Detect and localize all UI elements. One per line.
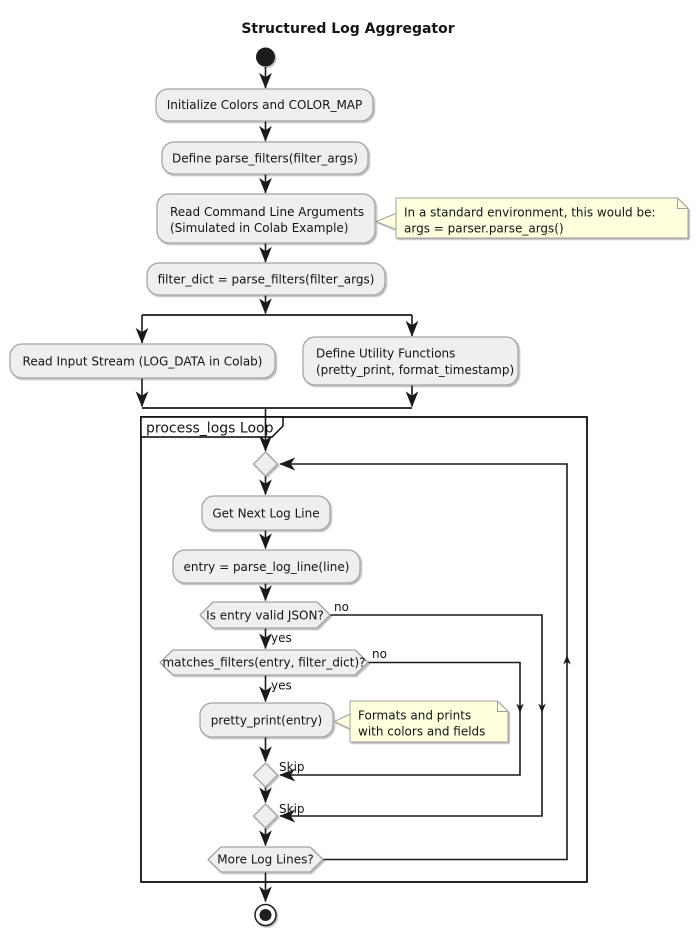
activity-parse-line-label: entry = parse_log_line(line): [184, 560, 350, 574]
note-cli-line2: args = parser.parse_args(): [404, 222, 564, 236]
note-pretty-body: [349, 700, 509, 743]
activity-pretty-print: [199, 702, 334, 738]
activity-parse-line: [172, 549, 361, 584]
note-pretty: [334, 700, 509, 743]
edge-loopback: [279, 457, 568, 861]
flow-edges: [135, 67, 571, 903]
activity-define-utils-line1: Define Utility Functions: [316, 347, 455, 361]
edge-label-skip2: Skip: [279, 802, 305, 816]
skip-diamond-1: [252, 762, 279, 788]
edge-label-matches-yes: yes: [271, 679, 292, 693]
note-cli-fold-icon: [677, 198, 688, 209]
partition-process-logs-loop: [140, 416, 588, 883]
edge-label-matches-no: no: [372, 647, 387, 661]
edge-label-valid-json-no: no: [334, 600, 349, 614]
decision-valid-json: [199, 601, 331, 629]
activity-pretty-print-label: pretty_print(entry): [211, 714, 322, 728]
decision-more-lines-label: More Log Lines?: [217, 853, 313, 867]
note-pretty-line2: with colors and fields: [358, 725, 485, 739]
activity-get-next-label: Get Next Log Line: [212, 507, 319, 521]
partition-label: process_logs Loop: [146, 421, 274, 437]
activity-read-input: [9, 343, 276, 379]
activity-init-colors: [155, 88, 374, 122]
activity-read-input-label: Read Input Stream (LOG_DATA in Colab): [23, 355, 263, 369]
activity-get-next: [201, 495, 331, 531]
activity-read-cli-line2: (Simulated in Colab Example): [170, 221, 348, 235]
note-cli-pointer: [375, 213, 397, 230]
note-pretty-pointer: [334, 713, 351, 730]
edge-matches-no: [279, 661, 521, 782]
decision-valid-json-label: Is entry valid JSON?: [206, 609, 324, 623]
activity-init-colors-label: Initialize Colors and COLOR_MAP: [167, 98, 363, 112]
activity-read-cli: [156, 193, 376, 244]
note-cli-line1: In a standard environment, this would be…: [404, 206, 656, 220]
activity-define-utils: [302, 336, 519, 386]
edge-label-valid-json-yes: yes: [271, 631, 292, 645]
activity-define-parse-filters-label: Define parse_filters(filter_args): [172, 152, 358, 166]
activity-define-utils-line2: (pretty_print, format_timestamp): [316, 363, 514, 377]
skip-diamond-2: [252, 803, 279, 829]
edge-label-skip1: Skip: [279, 760, 305, 774]
diagram-title: Structured Log Aggregator: [241, 21, 454, 37]
merge-diamond: [252, 451, 279, 477]
activity-read-cli-line1: Read Command Line Arguments: [170, 205, 364, 219]
end-node-inner: [259, 909, 272, 921]
note-pretty-line1: Formats and prints: [358, 709, 471, 723]
note-cli-body: [395, 197, 689, 239]
partition-label-tab: [140, 416, 284, 438]
decision-matches-filters: [159, 649, 369, 676]
decision-matches-filters-label: matches_filters(entry, filter_dict)?: [162, 656, 365, 670]
note-pretty-fold-icon: [497, 701, 508, 712]
start-node: [256, 47, 275, 67]
arrowhead-matches-no-mid: [516, 703, 524, 713]
arrowhead-loopback-mid: [563, 655, 571, 665]
activity-filter-dict-label: filter_dict = parse_filters(filter_args): [158, 273, 375, 287]
activity-define-parse-filters: [161, 141, 369, 175]
arrowhead-validjson-no-mid: [538, 703, 546, 713]
decision-more-lines: [207, 846, 324, 873]
activity-filter-dict: [146, 262, 386, 296]
edge-validjson-no: [279, 614, 543, 823]
note-cli: [375, 197, 689, 239]
